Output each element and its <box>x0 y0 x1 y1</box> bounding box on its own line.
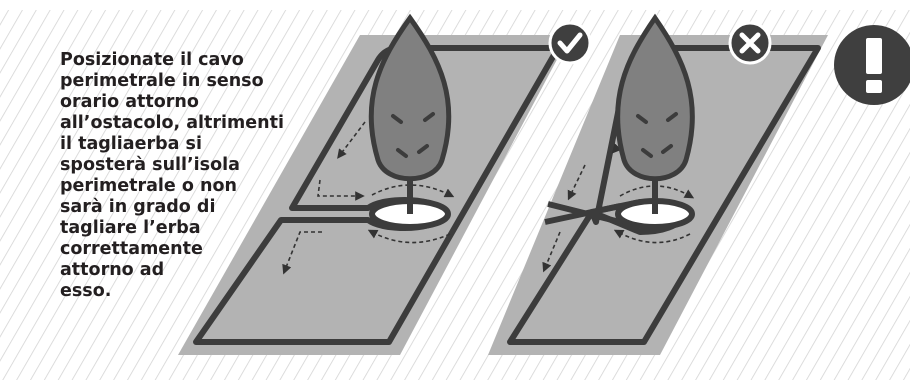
panel-correct <box>178 13 592 355</box>
exclamation-icon <box>866 38 882 93</box>
lawn-area-correct <box>178 35 570 355</box>
panel-incorrect <box>488 13 828 355</box>
crossed-wires <box>544 201 621 225</box>
direction-arrows-correct <box>282 121 455 275</box>
warning-badge <box>834 25 910 105</box>
x-icon <box>739 32 761 54</box>
tree-obstacle-correct <box>368 13 452 214</box>
instruction-text: Posizionate il cavo perimetrale in senso… <box>60 50 284 301</box>
check-icon <box>557 32 583 54</box>
tree-obstacle-incorrect <box>615 13 695 214</box>
check-badge <box>548 21 592 65</box>
x-badge <box>728 21 772 65</box>
